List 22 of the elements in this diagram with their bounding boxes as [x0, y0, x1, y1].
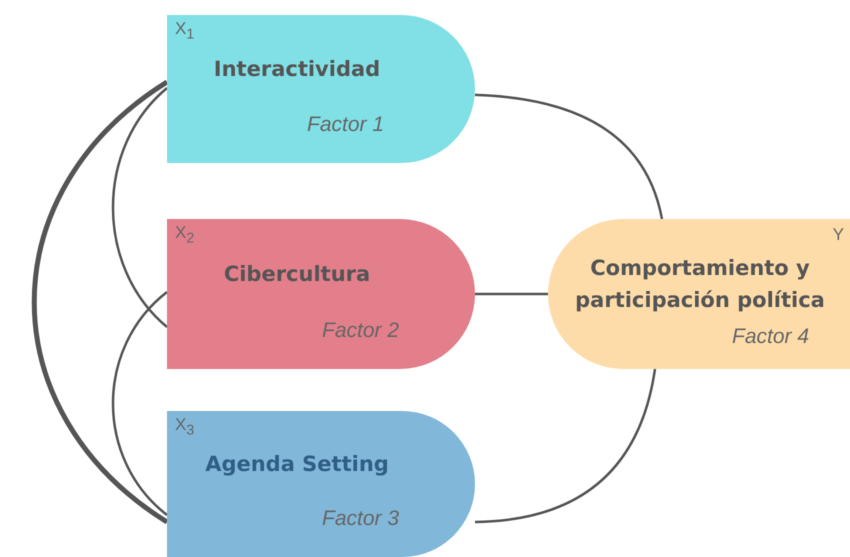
factor-number: Factor 3 [322, 507, 400, 531]
connector-line [112, 291, 168, 516]
connector-line [112, 87, 168, 328]
factor-box [548, 219, 850, 369]
factor-title: Cibercultura [222, 262, 372, 286]
variable-label: X$_{3}$ [175, 415, 194, 438]
connector-line [474, 368, 656, 524]
connector-line [32, 80, 168, 524]
variable-label: X$_{2}$ [175, 223, 194, 246]
factor-box [167, 15, 475, 163]
factor-number: Factor 4 [732, 325, 810, 349]
factor-title: Comportamiento y participación política [574, 255, 826, 314]
variable-label: Y [832, 225, 844, 245]
variable-label: X$_{1}$ [175, 19, 194, 42]
factor-number: Factor 1 [307, 113, 384, 137]
connector-line [475, 292, 548, 296]
factor-box [167, 219, 475, 369]
factor-number: Factor 2 [322, 319, 400, 343]
factor-box [167, 411, 475, 557]
factor-title: Agenda Setting [204, 452, 390, 476]
factor-title: Interactividad [212, 57, 382, 81]
connector-line [474, 94, 664, 220]
